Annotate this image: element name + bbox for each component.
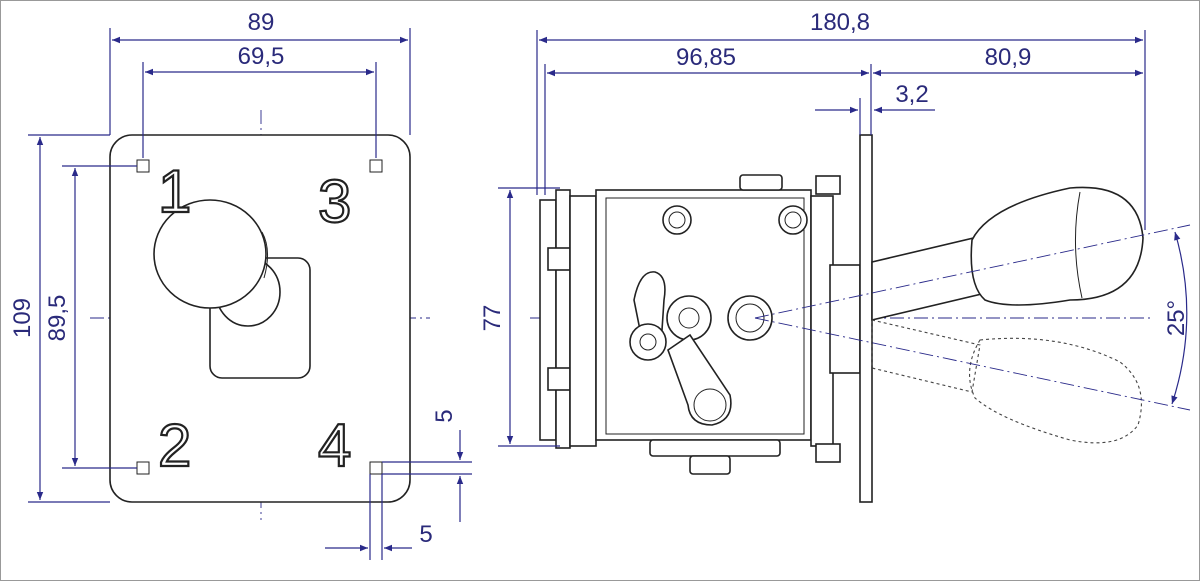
side-clamp-inner [555,189,571,449]
dim-body-length: 96,85 [676,44,736,71]
mounting-hole-4 [369,461,383,475]
cam-roller [629,323,667,361]
clamp-nut-bottom [547,367,571,391]
clamp-nut-top [547,247,571,271]
dim-offset-horizontal: 5 [419,521,432,548]
side-mounting-plate [859,134,873,503]
clamp-nut-right-bottom [815,443,841,463]
side-spacer [569,195,597,447]
dim-plate-thickness: 3,2 [895,81,928,108]
screw-head [784,211,802,229]
boot-housing [829,264,861,374]
dim-total-length: 180,8 [810,9,870,36]
pivot-shaft [727,295,773,341]
top-bracket [739,174,783,191]
lever-knob [153,199,267,309]
clamp-nut-right-top [815,175,841,195]
link-pin [693,388,727,422]
mounting-hole-3 [369,159,383,173]
bottom-bracket [689,455,731,475]
dim-height-outer: 109 [9,298,36,338]
dim-offset-vertical: 5 [431,409,458,422]
angle-line-lower [754,317,1191,411]
position-label-3: 3 [318,168,351,235]
screw-top-left [662,205,692,235]
front-view: 1 2 3 4 89 69,5 109 89,5 5 5 [9,9,472,560]
lever-knob-side [970,186,1144,306]
dim-height-holes: 89,5 [44,295,71,342]
housing-inner [605,197,805,435]
knob-seam [1074,191,1083,299]
knob-edge [261,231,268,279]
position-label-2: 2 [158,412,191,479]
dim-width-outer: 89 [248,9,275,36]
screw-top-right [778,205,808,235]
cam-arm [633,271,666,331]
spring-hub-inner [678,307,700,329]
link-arm [667,333,732,426]
bottom-spring-pack [649,439,781,457]
lever-knob-tilted [969,337,1142,444]
dim-width-holes: 69,5 [238,43,285,70]
dim-lever-angle: 25° [1163,300,1190,336]
position-label-1: 1 [158,158,191,225]
angle-arc [1171,231,1188,405]
position-label-4: 4 [318,412,351,479]
cam-roller-inner [639,333,657,351]
spring-hub [666,295,712,341]
lever-stem-tilted [871,319,981,393]
side-clamp-left [539,199,557,441]
angle-line-upper [754,224,1191,319]
dim-body-height: 77 [479,305,506,332]
side-view: 25° 180,8 96,85 80,9 3,2 77 [479,9,1191,503]
screw-head [668,211,686,229]
pivot-shaft-inner [735,303,765,333]
dim-lever-length: 80,9 [985,44,1032,71]
